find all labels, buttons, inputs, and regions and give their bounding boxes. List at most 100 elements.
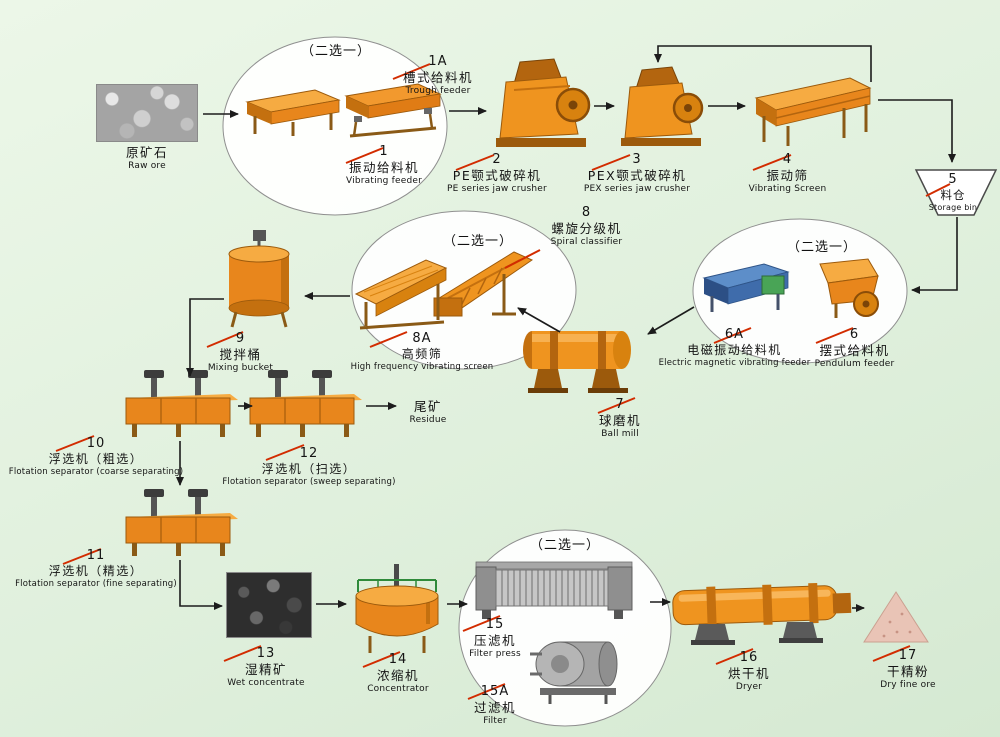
vibrating-feeder-illustration: [340, 76, 444, 146]
drum-filter-label: 15A 过滤机 Filter: [446, 684, 544, 727]
label-number: 16: [739, 650, 759, 665]
choose-one-caption-filters: （二选一）: [529, 538, 600, 553]
choose-one-caption-bin-feeders: （二选一）: [786, 240, 857, 255]
label-zh: 搅拌桶: [219, 347, 262, 363]
label-number: 7: [615, 397, 625, 412]
label-en: Mixing bucket: [207, 362, 274, 373]
label-number: 8: [581, 205, 592, 220]
trough-feeder-illustration: [243, 80, 343, 144]
label-en: Ball mill: [601, 428, 639, 439]
high-frequency-screen-illustration: [352, 250, 457, 339]
label-zh: 振动给料机: [348, 160, 419, 176]
raw-ore-label: 原矿石 Raw ore: [94, 145, 200, 172]
label-en: Filter: [483, 715, 507, 726]
residue-label: 尾矿 Residue: [396, 399, 460, 426]
choice-circle-feeders: [222, 36, 448, 216]
pex-jaw-crusher-illustration: [616, 64, 706, 156]
label-zh: 烘干机: [727, 666, 770, 682]
trough-feeder-label: 1A 槽式给料机 Trough feeder: [388, 54, 488, 97]
label-number: 6A: [724, 327, 745, 342]
label-number: 10: [86, 436, 106, 451]
label-en: Vibrating Screen: [748, 183, 827, 194]
label-number: 12: [299, 446, 319, 461]
flotation-fine-illustration: [122, 487, 240, 563]
label-en: High frequency vibrating screen: [350, 362, 494, 373]
vibrating-screen-illustration: [748, 68, 878, 157]
label-zh: 电磁振动给料机: [687, 343, 782, 358]
label-number: 15A: [480, 684, 510, 699]
label-zh: 浮选机（精选）: [48, 564, 144, 579]
label-number: 11: [86, 548, 106, 563]
high-frequency-screen-label: 8A 高频筛 High frequency vibrating screen: [342, 331, 502, 373]
wet-concentrate-label: 13 湿精矿 Wet concentrate: [210, 646, 322, 689]
label-en: Dryer: [735, 681, 763, 692]
label-zh: 浓缩机: [376, 668, 419, 684]
dry-fine-ore-label: 17 干精粉 Dry fine ore: [856, 648, 960, 691]
vibrating-screen-label: 4 振动筛 Vibrating Screen: [730, 152, 845, 195]
mixing-bucket-illustration: [220, 228, 300, 334]
label-number: 5: [948, 172, 958, 187]
label-en: Storage bin: [928, 202, 978, 212]
choose-one-caption-classifier: （二选一）: [442, 234, 513, 249]
label-number: 3: [632, 152, 642, 167]
label-en: Wet concentrate: [227, 677, 305, 688]
flotation-fine-label: 11 浮选机（精选） Flotation separator (fine sep…: [0, 548, 192, 590]
pe-jaw-crusher-label: 2 PE颚式破碎机 PE series jaw crusher: [438, 152, 556, 195]
label-number: 4: [782, 152, 793, 167]
mixing-bucket-label: 9 搅拌桶 Mixing bucket: [193, 331, 288, 374]
choose-one-caption-feeders: （二选一）: [300, 44, 371, 59]
dry-fine-ore-pile-illustration: [862, 588, 930, 650]
label-zh: 摆式给料机: [819, 343, 890, 359]
ball-mill-illustration: [512, 312, 644, 400]
label-en: Flotation separator (coarse separating): [8, 467, 184, 478]
wet-concentrate-photo: [226, 572, 312, 638]
label-en: Pendulum feeder: [814, 358, 895, 369]
flotation-sweep-label: 12 浮选机（扫选） Flotation separator (sweep se…: [213, 446, 405, 488]
label-zh: 浮选机（扫选）: [261, 462, 357, 477]
label-en: Raw ore: [128, 160, 166, 171]
flotation-coarse-illustration: [122, 368, 240, 444]
label-zh: 原矿石: [125, 145, 168, 160]
label-number: 14: [388, 652, 408, 667]
label-zh: 槽式给料机: [402, 70, 473, 86]
label-en: Filter press: [469, 648, 521, 659]
label-en: Spiral classifier: [550, 236, 623, 247]
label-number: 9: [235, 331, 246, 346]
label-en: Electric magnetic vibrating feeder: [658, 358, 811, 369]
label-zh: 压滤机: [473, 633, 516, 649]
raw-ore-photo: [96, 84, 198, 142]
choice-circle-bin-feeders: [692, 218, 908, 364]
pex-jaw-crusher-label: 3 PEX颚式破碎机 PEX series jaw crusher: [576, 152, 698, 195]
label-en: Dry fine ore: [880, 679, 936, 690]
storage-bin-label: 5 料仓 Storage bin: [921, 172, 985, 213]
dryer-illustration: [665, 572, 860, 652]
pendulum-feeder-label: 6 摆式给料机 Pendulum feeder: [802, 327, 907, 370]
label-en: Vibrating feeder: [345, 175, 423, 186]
label-number: 17: [898, 648, 918, 663]
label-zh: 浮选机（粗选）: [48, 452, 144, 467]
label-zh: 螺旋分级机: [551, 221, 622, 237]
label-en: Flotation separator (fine separating): [15, 579, 177, 590]
label-number: 13: [256, 646, 276, 661]
label-number: 1A: [428, 54, 448, 69]
label-en: PE series jaw crusher: [447, 183, 547, 194]
flotation-sweep-illustration: [246, 368, 364, 444]
label-en: Trough feeder: [405, 85, 471, 96]
ball-mill-label: 7 球磨机 Ball mill: [570, 397, 670, 440]
label-zh: 球磨机: [598, 413, 641, 429]
filter-press-label: 15 压滤机 Filter press: [446, 617, 544, 660]
concentrator-illustration: [350, 562, 445, 661]
label-zh: 料仓: [940, 188, 966, 203]
label-zh: 高频筛: [401, 347, 443, 362]
label-number: 15: [485, 617, 505, 632]
label-en: PEX series jaw crusher: [583, 183, 691, 194]
label-en: Flotation separator (sweep separating): [222, 477, 396, 488]
drum-filter-illustration: [522, 632, 632, 711]
pe-jaw-crusher-illustration: [490, 56, 592, 156]
em-vibrating-feeder-label: 6A 电磁振动给料机 Electric magnetic vibrating f…: [652, 327, 817, 369]
spiral-classifier-label: 8 螺旋分级机 Spiral classifier: [534, 205, 639, 248]
label-en: Concentrator: [367, 683, 429, 694]
label-zh: 振动筛: [766, 168, 809, 184]
em-vibrating-feeder-illustration: [698, 250, 803, 326]
